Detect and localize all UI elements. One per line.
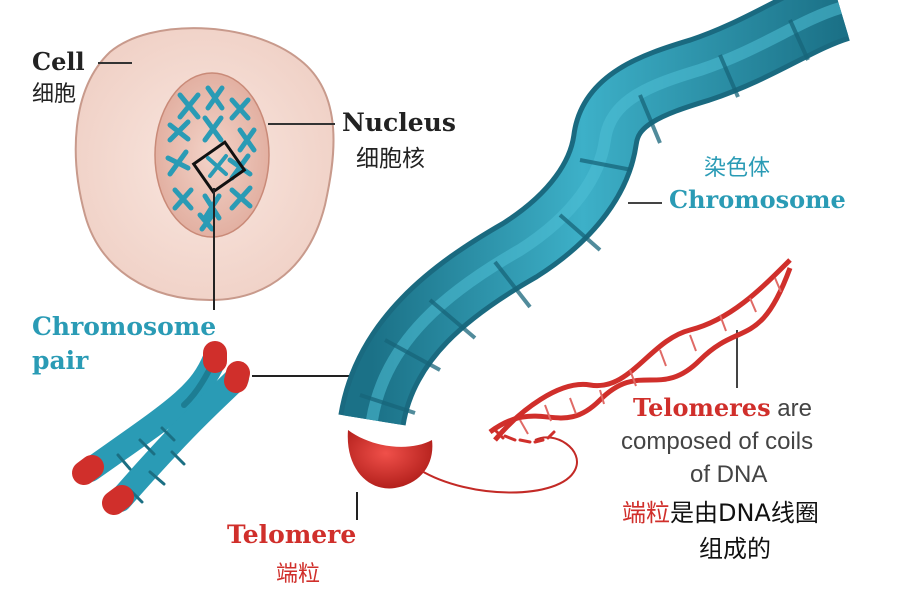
- nucleus-label-zh: 细胞核: [356, 146, 425, 172]
- dna-helix: [419, 258, 793, 494]
- zh-note-line2: 组成的: [699, 535, 771, 563]
- selection-box: [191, 140, 247, 194]
- zh-note-red: 端粒: [622, 499, 670, 527]
- telomere-label-en: Telomere: [227, 520, 357, 549]
- chromosome-pair-label-line2: pair: [32, 346, 89, 375]
- nucleus-chromosomes: [165, 85, 257, 232]
- telomere-label-zh: 端粒: [276, 562, 321, 587]
- telomeres-word: Telomeres: [633, 393, 771, 422]
- chromosome-pair: [72, 341, 250, 515]
- telomere-cap: [347, 430, 433, 489]
- chromosome-pair-label-line1: Chromosome: [32, 312, 217, 341]
- zh-note-line1: 端粒是由DNA线圈: [622, 501, 819, 525]
- chromosome-tube: [338, 0, 851, 489]
- chromosome-label-zh: 染色体: [704, 156, 771, 181]
- telomeres-note-line1: Telomeres are: [633, 396, 812, 421]
- cell-label-zh: 细胞: [32, 82, 77, 107]
- cell-label-en: Cell: [32, 47, 85, 76]
- telomeres-are: are: [770, 395, 812, 422]
- telomeres-note-line2: composed of coils: [621, 428, 814, 455]
- nucleus-label-en: Nucleus: [342, 108, 456, 137]
- telomeres-note-line3: of DNA: [690, 461, 768, 488]
- zh-note-rest: 是由DNA线圈: [670, 499, 819, 527]
- chromosome-label-en: Chromosome: [669, 185, 846, 214]
